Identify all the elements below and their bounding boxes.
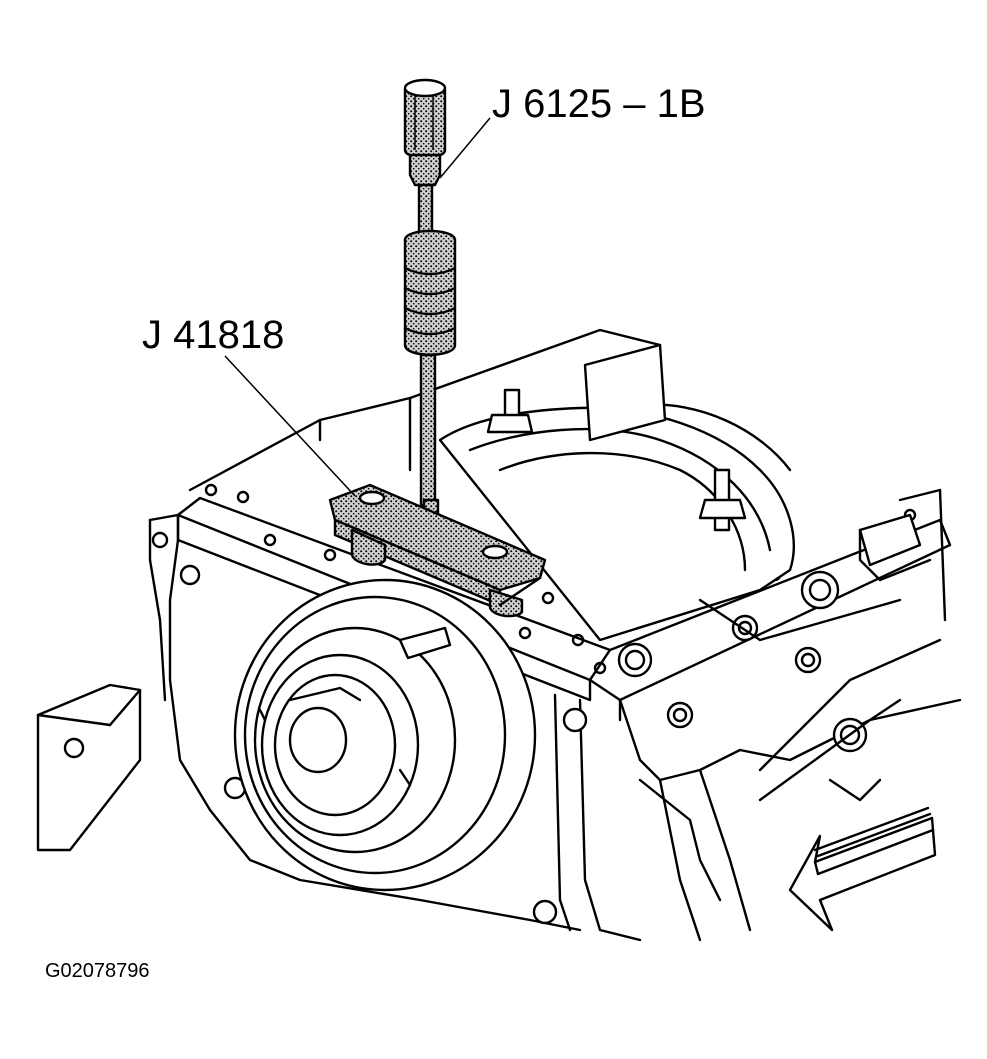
slide-hammer-tool (403, 78, 457, 522)
crank-journal (408, 343, 795, 642)
figure-id: G02078796 (45, 960, 150, 982)
callout-label-remover: J 41818 (142, 313, 285, 357)
arrow-icon (788, 806, 937, 932)
remover-tool (328, 483, 547, 618)
callout-label-slide-hammer: J 6125 – 1B (492, 82, 706, 126)
leader-line-slide-hammer (439, 117, 491, 179)
block-right-side (617, 488, 962, 942)
leader-line-remover (224, 355, 356, 497)
left-bracket (36, 683, 142, 852)
timing-cover (233, 578, 537, 892)
